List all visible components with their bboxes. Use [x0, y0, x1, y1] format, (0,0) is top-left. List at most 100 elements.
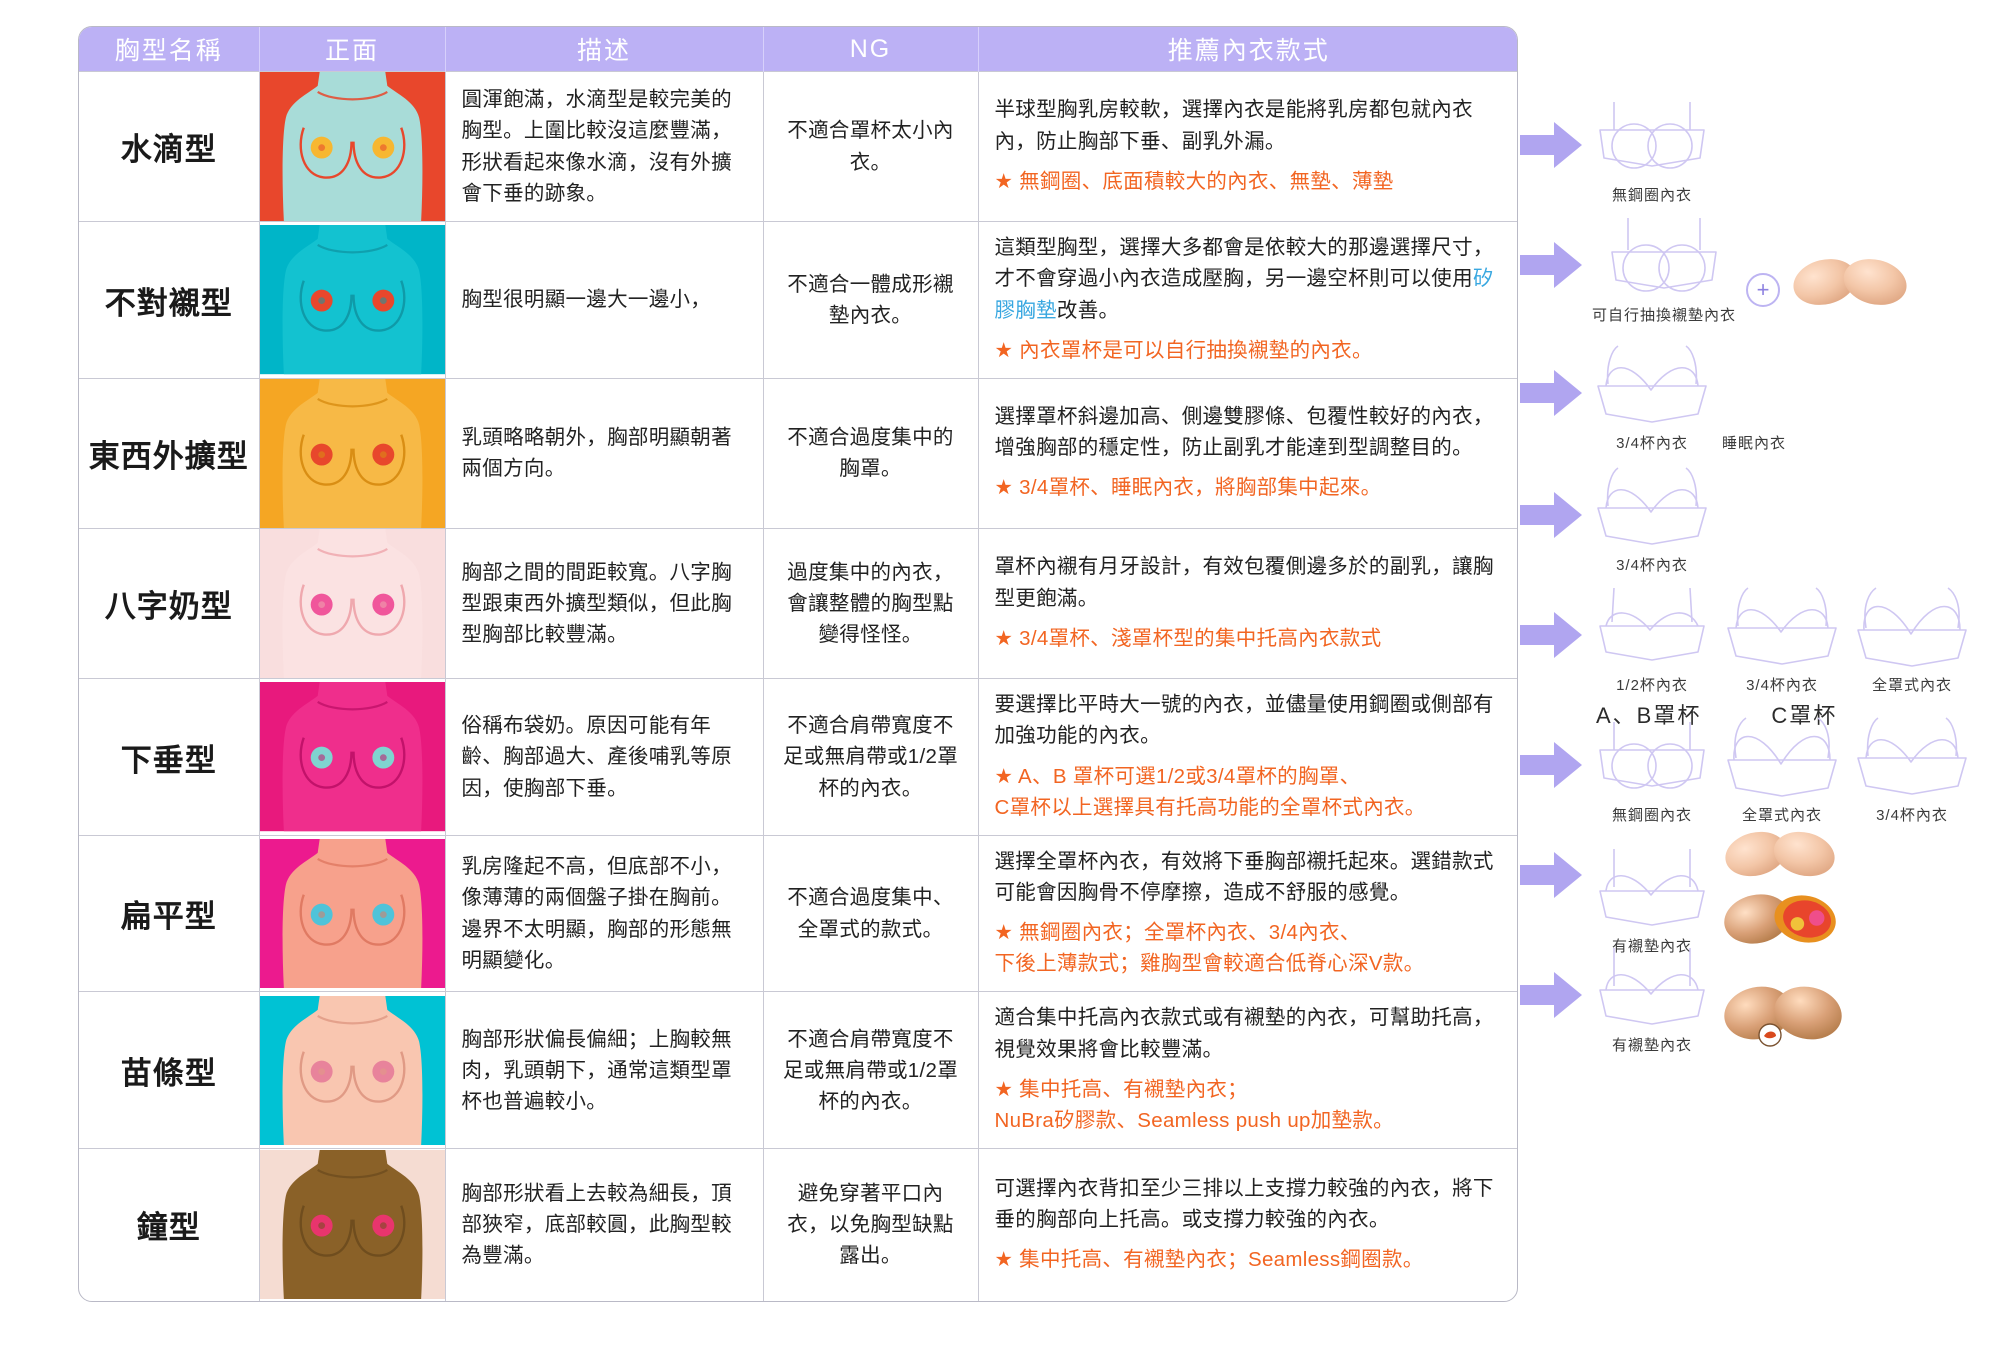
table: 胸型名稱 正面 描述 NG 推薦內衣款式 水滴型 圓渾飽滿，水滴型是較完美的胸型…: [79, 27, 1517, 1301]
plus-glyph: +: [1746, 273, 1781, 307]
recommendation-text: 這類型胸型，選擇大多都會是依較大的那邊選擇尺寸，才不會穿過小內衣造成壓胸，另一邊…: [995, 232, 1504, 325]
ng-cell: 過度集中的內衣，會讓整體的胸型點變得怪怪。: [763, 527, 979, 679]
torso-illustration: [259, 221, 446, 379]
product-group: 無鋼圈內衣: [1592, 96, 1712, 205]
bra-illustration: 3/4杯內衣: [1592, 466, 1712, 575]
table-row: 鐘型 胸部形狀看上去較為細長，頂部狹窄，底部較圓，此胸型較為豐滿。避免穿著平口內…: [79, 1148, 1517, 1301]
silicone-pad-illustration: [1790, 253, 1910, 311]
arrow-right-icon: [1520, 612, 1582, 658]
recommendation-cell: 可選擇內衣背扣至少三排以上支撐力較強的內衣，將下垂的胸部向上托高。或支撐力較強的…: [978, 1148, 1517, 1301]
arrow-right-icon: [1520, 742, 1582, 788]
description-cell: 胸部之間的間距較寬。八字胸型跟東西外擴型類似，但此胸型胸部比較豐滿。: [445, 527, 764, 679]
silicone-pad-stack-illustration: [1722, 826, 1838, 950]
recommendation-cell: 要選擇比平時大一號的內衣，並儘量使用鋼圈或側部有加強功能的內衣。 ★ A、B 罩杯…: [978, 678, 1517, 836]
col-header-rec: 推薦內衣款式: [978, 27, 1517, 72]
ng-cell: 不適合肩帶寬度不足或無肩帶或1/2罩杯的內衣。: [763, 991, 979, 1149]
torso-illustration: [259, 377, 446, 529]
product-group: 有襯墊內衣: [1592, 946, 1842, 1055]
shape-name-cell: 鐘型: [79, 1148, 260, 1301]
recommendation-cell: 半球型胸乳房較軟，選擇內衣是能將乳房都包就內衣內，防止胸部下垂、副乳外漏。 ★ 無…: [978, 70, 1517, 222]
shape-name-cell: 苗條型: [79, 991, 260, 1149]
description-cell: 乳房隆起不高，但底部不小，像薄薄的兩個盤子掛在胸前。邊界不太明顯，胸部的形態無明…: [445, 834, 764, 992]
arrow-right-icon: [1520, 370, 1582, 416]
bra-illustration: 有襯墊內衣: [1592, 847, 1712, 956]
shape-name-cell: 水滴型: [79, 70, 260, 222]
table-row: 扁平型 乳房隆起不高，但底部不小，像薄薄的兩個盤子掛在胸前。邊界不太明顯，胸部的…: [79, 834, 1517, 992]
recommendation-cell: 這類型胸型，選擇大多都會是依較大的那邊選擇尺寸，才不會穿過小內衣造成壓胸，另一邊…: [978, 221, 1517, 379]
ng-cell: 不適合過度集中、全罩式的款式。: [763, 834, 979, 992]
arrow-right-icon: [1520, 242, 1582, 288]
bra-illustration: 3/4杯內衣: [1852, 716, 1972, 825]
bra-caption: 睡眠內衣: [1722, 435, 1787, 452]
ng-cell: 不適合罩杯太小內衣。: [763, 70, 979, 222]
bra-caption: 3/4杯內衣: [1746, 677, 1818, 694]
product-group: 1/2杯內衣 3/4杯內衣 全罩式內衣: [1592, 586, 1972, 695]
recommendation-cell: 選擇全罩杯內衣，有效將下垂胸部襯托起來。選錯款式可能會因胸骨不停摩擦，造成不舒服…: [978, 834, 1517, 992]
shape-name-cell: 不對襯型: [79, 221, 260, 379]
bra-illustration: 有襯墊內衣: [1592, 946, 1712, 1055]
recommendation-text: 選擇罩杯斜邊加高、側邊雙膠條、包覆性較好的內衣，增強胸部的穩定性，防止副乳才能達…: [994, 405, 1494, 460]
recommendation-highlight: ★ A、B 罩杯可選1/2或3/4罩杯的胸罩、 C罩杯以上選擇具有托高功能的全罩…: [994, 764, 1426, 819]
breast-shape-table: 胸型名稱 正面 描述 NG 推薦內衣款式 水滴型 圓渾飽滿，水滴型是較完美的胸型…: [78, 26, 1518, 1302]
bra-illustration: 1/2杯內衣: [1592, 586, 1712, 695]
recommendation-highlight: ★ 3/4罩杯、睡眠內衣，將胸部集中起來。: [994, 476, 1382, 500]
recommendation-highlight: ★ 3/4罩杯、淺罩杯型的集中托高內衣款式: [994, 626, 1382, 650]
recommendation-text: 可選擇內衣背扣至少三排以上支撐力較強的內衣，將下垂的胸部向上托高。或支撐力較強的…: [994, 1176, 1494, 1231]
product-label-only: 睡眠內衣: [1722, 354, 1786, 453]
bra-illustration: 無鋼圈內衣: [1592, 96, 1712, 205]
torso-illustration: [259, 678, 446, 836]
silicone-pad-link[interactable]: 矽膠胸墊: [994, 267, 1494, 322]
bra-caption: 無鋼圈內衣: [1611, 187, 1692, 204]
recommendation-highlight: ★ 集中托高、有襯墊內衣；Seamless鋼圈款。: [994, 1247, 1424, 1271]
description-cell: 乳頭略略朝外，胸部明顯朝著兩個方向。: [445, 377, 764, 529]
table-header-row: 胸型名稱 正面 描述 NG 推薦內衣款式: [79, 27, 1517, 72]
bra-illustration: 無鋼圈內衣: [1592, 716, 1712, 825]
bra-illustration: 3/4杯內衣: [1592, 344, 1712, 453]
col-header-ng: NG: [763, 27, 979, 72]
recommendation-text: 適合集中托高內衣款式或有襯墊的內衣，可幫助托高，視覺效果將會比較豐滿。: [994, 1006, 1494, 1061]
arrow-right-icon: [1520, 972, 1582, 1018]
recommendation-text-pre: 這類型胸型，選擇大多都會是依較大的那邊選擇尺寸，才不會穿過小內衣造成壓胸，另一邊…: [994, 236, 1494, 291]
bra-caption: 可自行抽換襯墊內衣: [1592, 307, 1737, 324]
bra-illustration: 全罩式內衣: [1722, 716, 1842, 825]
bra-caption: 1/2杯內衣: [1616, 677, 1688, 694]
shape-name-cell: 下垂型: [79, 678, 260, 836]
recommendation-text: 罩杯內襯有月牙設計，有效包覆側邊多於的副乳，讓胸型更飽滿。: [994, 555, 1494, 610]
ng-cell: 不適合一體成形襯墊內衣。: [763, 221, 979, 379]
col-header-name: 胸型名稱: [79, 27, 260, 72]
description-cell: 胸部形狀看上去較為細長，頂部狹窄，底部較圓，此胸型較為豐滿。: [445, 1148, 764, 1301]
recommendation-text-post: 改善。: [1056, 298, 1120, 322]
recommendation-cell: 選擇罩杯斜邊加高、側邊雙膠條、包覆性較好的內衣，增強胸部的穩定性，防止副乳才能達…: [978, 377, 1517, 529]
arrow-right-icon: [1520, 852, 1582, 898]
recommendation-text: 選擇全罩杯內衣，有效將下垂胸部襯托起來。選錯款式可能會因胸骨不停摩擦，造成不舒服…: [994, 849, 1494, 904]
description-cell: 胸型很明顯一邊大一邊小，: [445, 221, 764, 379]
recommendation-highlight: ★ 無鋼圈、底面積較大的內衣、無墊、薄墊: [994, 169, 1394, 193]
torso-illustration: [259, 991, 446, 1149]
table-body: 水滴型 圓渾飽滿，水滴型是較完美的胸型。上圍比較沒這麼豐滿，形狀看起來像水滴，沒…: [79, 70, 1517, 1301]
col-header-desc: 描述: [445, 27, 764, 72]
bra-illustration: 3/4杯內衣: [1722, 586, 1842, 695]
table-row: 苗條型 胸部形狀偏長偏細；上胸較無肉，乳頭朝下，通常這類型罩杯也普遍較小。不適合…: [79, 991, 1517, 1149]
recommendation-text: 要選擇比平時大一號的內衣，並儘量使用鋼圈或側部有加強功能的內衣。: [994, 693, 1494, 748]
ng-cell: 避免穿著平口內衣，以免胸型缺點露出。: [763, 1148, 979, 1301]
product-group: 有襯墊內衣: [1592, 826, 1838, 956]
recommendation-text: 半球型胸乳房較軟，選擇內衣是能將乳房都包就內衣內，防止胸部下垂、副乳外漏。: [994, 98, 1473, 153]
torso-illustration: [259, 834, 446, 992]
shape-name-cell: 八字奶型: [79, 527, 260, 679]
recommendation-cell: 罩杯內襯有月牙設計，有效包覆側邊多於的副乳，讓胸型更飽滿。 ★ 3/4罩杯、淺罩杯…: [978, 527, 1517, 679]
table-header: 胸型名稱 正面 描述 NG 推薦內衣款式: [79, 27, 1517, 72]
recommendation-highlight: ★ 內衣罩杯是可以自行抽換襯墊的內衣。: [994, 338, 1373, 362]
bra-caption: 全罩式內衣: [1741, 807, 1822, 824]
product-group: 3/4杯內衣: [1592, 466, 1712, 575]
product-group: 3/4杯內衣睡眠內衣: [1592, 344, 1786, 453]
torso-illustration: [259, 70, 446, 222]
recommendation-highlight: ★ 集中托高、有襯墊內衣； NuBra矽膠款、Seamless push up加…: [994, 1077, 1394, 1132]
col-header-front: 正面: [259, 27, 446, 72]
bra-caption: 有襯墊內衣: [1611, 938, 1692, 955]
torso-illustration: [259, 1148, 446, 1301]
product-group: 可自行抽換襯墊內衣 +: [1592, 216, 1910, 325]
bra-caption: 3/4杯內衣: [1876, 807, 1948, 824]
table-row: 八字奶型 胸部之間的間距較寬。八字胸型跟東西外擴型類似，但此胸型胸部比較豐滿。過…: [79, 527, 1517, 679]
table-row: 東西外擴型 乳頭略略朝外，胸部明顯朝著兩個方向。不適合過度集中的胸罩。選擇罩杯斜…: [79, 377, 1517, 529]
